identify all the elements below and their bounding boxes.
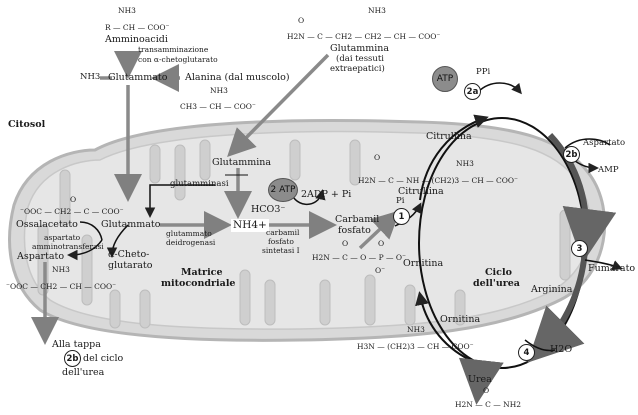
atp-ball: ATP [432, 66, 458, 92]
step-2b-badge-left: 2b [64, 350, 81, 367]
carbamoyl-phosphate-label-2: fosfato [338, 225, 371, 236]
ornithine-bottom-label: Ornitina [440, 314, 481, 325]
glutamate-matrix: Glutammato [101, 219, 161, 230]
alanine-label: Alanina (dal muscolo) [185, 72, 290, 83]
glutamate-dehydrogenase-2: deidrogenasi [166, 238, 216, 247]
glutamine-extra-formula: H2N — C — CH2 — CH2 — CH — COO⁻ [287, 32, 441, 41]
matrix-label-2: mitocondriale [161, 278, 236, 289]
to-step-line2: del ciclo [83, 353, 124, 364]
citrulline-nh3: NH3 [456, 159, 474, 168]
to-step-line1: Alla tappa [52, 339, 101, 350]
aspartate-left-nh3: NH3 [52, 265, 70, 274]
citrulline-top: Citrullina [426, 131, 472, 142]
bicarbonate: HCO3⁻ [251, 204, 286, 215]
step-2a-badge: 2a [464, 83, 481, 100]
alpha-ketoglutarate: α-Cheto- [108, 249, 150, 260]
carbamoyl-phosphate-o: O [342, 239, 349, 248]
ammonium: NH4+ [231, 219, 269, 232]
pi-label: Pi [396, 196, 405, 206]
arginine-label: Arginina [531, 284, 573, 295]
step-1-badge: 1 [393, 208, 410, 225]
ornithine-bottom-formula: H3N — (CH2)3 — CH — COO⁻ [357, 342, 474, 351]
to-step-line3: dell'urea [62, 367, 105, 378]
glutamine-extra-label-2: (dai tessuti [336, 54, 385, 64]
atp-ball-2: 2 ATP [268, 178, 298, 202]
amino-acid-formula: R — CH — COO⁻ [105, 23, 170, 32]
glutamate-top: Glutammato [108, 72, 168, 83]
glutamine-extra-label: Glutammina [330, 43, 390, 54]
cytosol-label: Citosol [8, 119, 46, 130]
cps-label-2: fosfato [268, 237, 294, 246]
urea-cycle-label-2: dell'urea [473, 278, 520, 289]
nh3-left: NH3 [80, 72, 101, 82]
urea-o: O [483, 386, 490, 395]
aspartate-aminotransferase-2: amminotransferasi [32, 242, 104, 251]
transamination-line2: con α-chetoglutarato [138, 55, 218, 64]
carbamoyl-phosphate-label: Carbamil [335, 214, 380, 225]
oxaloacetate-o: O [70, 195, 77, 204]
alpha-ketoglutarate-2: glutarato [108, 260, 153, 271]
step-4-badge: 4 [518, 344, 535, 361]
carbamoyl-phosphate-obottom: O⁻ [375, 266, 386, 275]
glutamine-extra-label-3: extraepatici) [330, 64, 385, 74]
ornithine-inner: Ornitina [403, 258, 444, 269]
carbamoyl-phosphate-o2: O [378, 239, 385, 248]
glutamine-extra-nh3: NH3 [368, 6, 386, 15]
glutaminase-label: glutamminasi [170, 179, 229, 189]
glutamate-dehydrogenase: glutammato [166, 229, 212, 238]
aspartate-left-label: Aspartato [17, 251, 65, 262]
alanine-nh3: NH3 [210, 86, 228, 95]
citrulline-o: O [374, 153, 381, 162]
aspartate-left-formula: ⁻OOC — CH2 — CH — COO⁻ [6, 282, 117, 291]
ppi-label: PPi [476, 67, 491, 77]
step-2b-badge: 2b [563, 146, 580, 163]
amino-acids-label: Amminoacidi [105, 34, 168, 45]
urea-label: Urea [468, 374, 492, 385]
step-3-badge: 3 [571, 240, 588, 257]
glutamine-extra-o: O [298, 16, 305, 25]
amp-label: AMP [598, 165, 619, 175]
cps-label: carbamil [266, 228, 300, 237]
cps-label-3: sintetasi I [262, 246, 300, 255]
citrulline-formula: H2N — C — NH — (CH2)3 — CH — COO⁻ [358, 176, 519, 185]
urea-cycle-label: Ciclo [485, 267, 512, 278]
mitochondrion [8, 118, 607, 342]
carbamoyl-phosphate-formula: H2N — C — O — P — O⁻ [312, 253, 406, 262]
ornithine-bottom-nh3: NH3 [407, 325, 425, 334]
oxaloacetate-label: Ossalacetato [16, 219, 78, 230]
urea-formula: H2N — C — NH2 [455, 400, 522, 409]
matrix-label: Matrice [181, 267, 223, 278]
oxaloacetate-formula: ⁻OOC — CH2 — C — COO⁻ [20, 207, 124, 216]
alanine-formula: CH3 — CH — COO⁻ [180, 102, 256, 111]
two-adp-pi: 2ADP + Pi [301, 189, 352, 200]
amino-acid-nh3: NH3 [118, 6, 136, 15]
citrulline-label: Citrullina [398, 186, 444, 197]
water-label: H2O [550, 344, 573, 355]
glutamine-mito: Glutammina [212, 157, 272, 168]
aspartate-right: Aspartato [583, 138, 626, 148]
fumarate-label: Fumarato [588, 263, 636, 274]
aspartate-aminotransferase: aspartato [44, 233, 81, 242]
transamination-line1: transamminazione [138, 45, 209, 54]
